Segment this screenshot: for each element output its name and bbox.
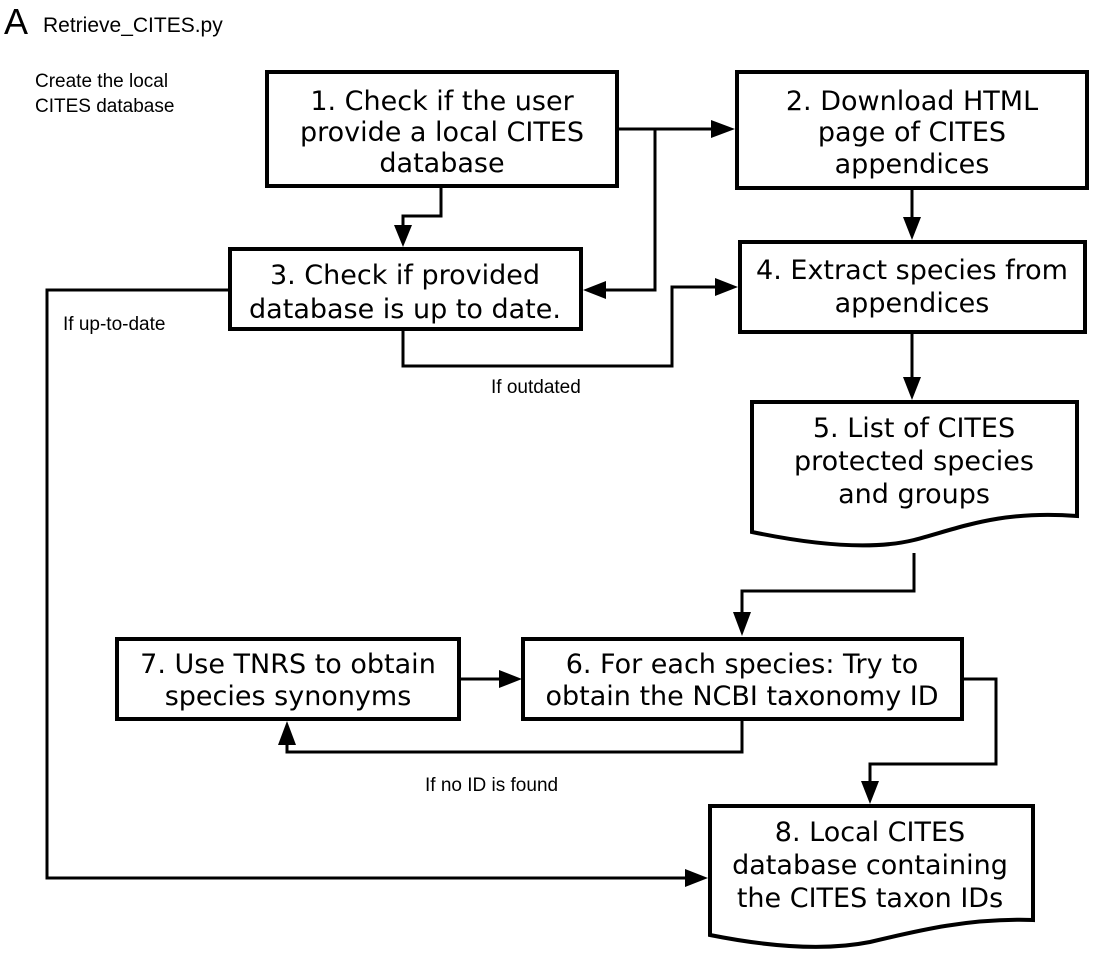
node-4-line-2: appendices	[835, 288, 990, 319]
arrowhead-6-top	[733, 612, 751, 636]
edge-label-no-id: If no ID is found	[425, 775, 558, 796]
node-5-line-3: and groups	[838, 479, 990, 510]
node-4: 4. Extract species from appendices	[738, 240, 1087, 334]
section-label-line-1: Create the local	[35, 71, 168, 92]
arrowhead-8-top	[861, 781, 879, 804]
arrowhead-4-side	[715, 278, 738, 296]
panel-letter: A	[4, 1, 28, 42]
node-2-line-3: appendices	[835, 149, 990, 180]
node-2-line-2: page of CITES	[818, 117, 1006, 148]
arrowhead-6-side	[499, 670, 522, 688]
edges	[45, 120, 998, 887]
edge-label-up-to-date: If up-to-date	[63, 314, 165, 335]
arrowhead-2	[711, 120, 735, 138]
arrowhead-3-side	[583, 281, 606, 299]
node-3-line-2: database is up to date.	[249, 294, 561, 325]
node-8-line-1: 8. Local CITES	[775, 817, 965, 848]
node-6-line-1: 6. For each species: Try to	[566, 649, 919, 680]
node-2: 2. Download HTML page of CITES appendice…	[735, 70, 1089, 190]
arrowhead-3-top	[394, 225, 412, 247]
node-5-document: 5. List of CITES protected species and g…	[750, 400, 1079, 548]
arrowhead-4-top	[903, 217, 921, 240]
arrowhead-7-bottom	[278, 721, 296, 745]
node-7: 7. Use TNRS to obtain species synonyms	[115, 637, 461, 721]
node-6-line-2: obtain the NCBI taxonomy ID	[545, 681, 938, 712]
edge-6-to-8	[868, 677, 998, 782]
node-1-line-3: database	[379, 148, 504, 179]
node-2-line-1: 2. Download HTML	[786, 86, 1038, 117]
edge-3-to-8	[45, 288, 686, 880]
section-label-line-2: CITES database	[35, 96, 174, 117]
edge-6-to-7	[285, 720, 744, 754]
node-3: 3. Check if provided database is up to d…	[228, 247, 583, 331]
node-6: 6. For each species: Try to obtain the N…	[521, 637, 964, 721]
node-1: 1. Check if the user provide a local CIT…	[265, 70, 619, 188]
edge-3-to-4	[401, 285, 716, 368]
node-5-line-2: protected species	[794, 446, 1034, 477]
edge-1-to-3-side	[605, 129, 657, 292]
node-8-document: 8. Local CITES database containing the C…	[708, 804, 1035, 949]
node-1-line-1: 1. Check if the user	[310, 86, 574, 117]
arrowhead-5-top	[903, 377, 921, 400]
script-name: Retrieve_CITES.py	[43, 14, 223, 37]
node-8-line-3: the CITES taxon IDs	[737, 883, 1003, 914]
node-5-line-1: 5. List of CITES	[813, 413, 1015, 444]
node-3-line-1: 3. Check if provided	[270, 260, 540, 291]
node-7-line-2: species synonyms	[165, 681, 412, 712]
node-7-line-1: 7. Use TNRS to obtain	[140, 649, 436, 680]
node-8-line-2: database containing	[732, 850, 1008, 881]
edge-1-to-3	[401, 186, 443, 226]
arrowhead-8-side	[685, 869, 708, 887]
node-1-line-2: provide a local CITES	[300, 117, 584, 148]
edge-5-to-6	[740, 553, 916, 613]
node-4-line-1: 4. Extract species from	[756, 255, 1068, 286]
edge-label-outdated: If outdated	[491, 377, 581, 398]
